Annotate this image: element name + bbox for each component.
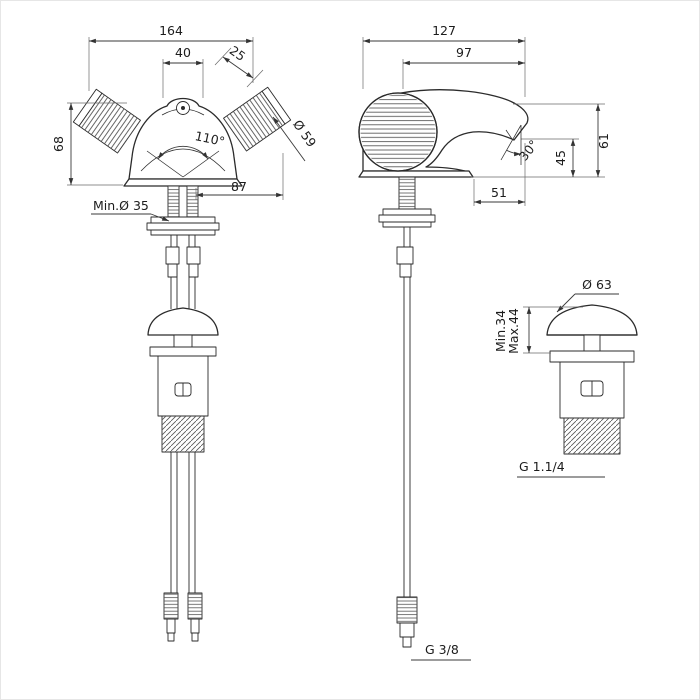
dim-side-spout-height: 45 bbox=[553, 150, 568, 166]
front-view: 164 40 25 68 110° Ø 59 bbox=[51, 23, 319, 642]
dim-side-base-depth: 51 bbox=[491, 185, 507, 200]
dim-front-cartridge-width: 40 bbox=[175, 45, 191, 60]
dim-front-body-depth: 87 bbox=[231, 179, 247, 194]
dim-side-spout-angle: 30° bbox=[516, 137, 541, 164]
side-view: 127 97 61 45 30° 51 G 3/8 bbox=[358, 23, 611, 661]
drain-dimensions: Ø 63 Min.34 Max.44 G 1.1/4 bbox=[493, 277, 619, 478]
side-dimensions: 127 97 61 45 30° 51 G 3/8 bbox=[362, 23, 611, 661]
drain-cap bbox=[546, 304, 638, 352]
dim-drain-deck-max: Max.44 bbox=[506, 308, 521, 354]
drain-detail-view: Ø 63 Min.34 Max.44 G 1.1/4 bbox=[493, 277, 638, 478]
dim-front-min-hole: Min.Ø 35 bbox=[93, 198, 149, 213]
front-supply-hoses bbox=[163, 235, 203, 642]
front-left-handle bbox=[72, 88, 141, 154]
dim-front-body-height: 68 bbox=[51, 136, 66, 152]
dim-side-total-height: 61 bbox=[596, 133, 611, 149]
front-popup-waste bbox=[147, 307, 219, 453]
dim-side-total-depth: 127 bbox=[432, 23, 456, 38]
side-mounting-hardware bbox=[378, 176, 436, 228]
side-supply-hose bbox=[396, 227, 418, 648]
dim-front-handle-width: 25 bbox=[227, 43, 249, 64]
dim-side-supply-thread: G 3/8 bbox=[425, 642, 459, 657]
dim-front-total-width: 164 bbox=[159, 23, 183, 38]
dim-drain-waste-thread: G 1.1/4 bbox=[519, 459, 565, 474]
dim-side-spout-reach: 97 bbox=[456, 45, 472, 60]
drain-thread bbox=[563, 417, 621, 455]
front-faucet-body bbox=[123, 97, 243, 187]
dim-front-handle-angle: 110° bbox=[194, 128, 227, 149]
dim-drain-deck-min: Min.34 bbox=[493, 310, 508, 352]
front-right-handle bbox=[223, 86, 292, 152]
dim-drain-cap-diameter: Ø 63 bbox=[582, 277, 612, 292]
drain-body bbox=[549, 350, 635, 419]
front-dimensions: 164 40 25 68 110° Ø 59 bbox=[51, 23, 319, 222]
side-handle bbox=[358, 92, 438, 172]
dim-front-handle-diameter: Ø 59 bbox=[290, 117, 319, 150]
front-mounting-hardware bbox=[146, 185, 220, 236]
